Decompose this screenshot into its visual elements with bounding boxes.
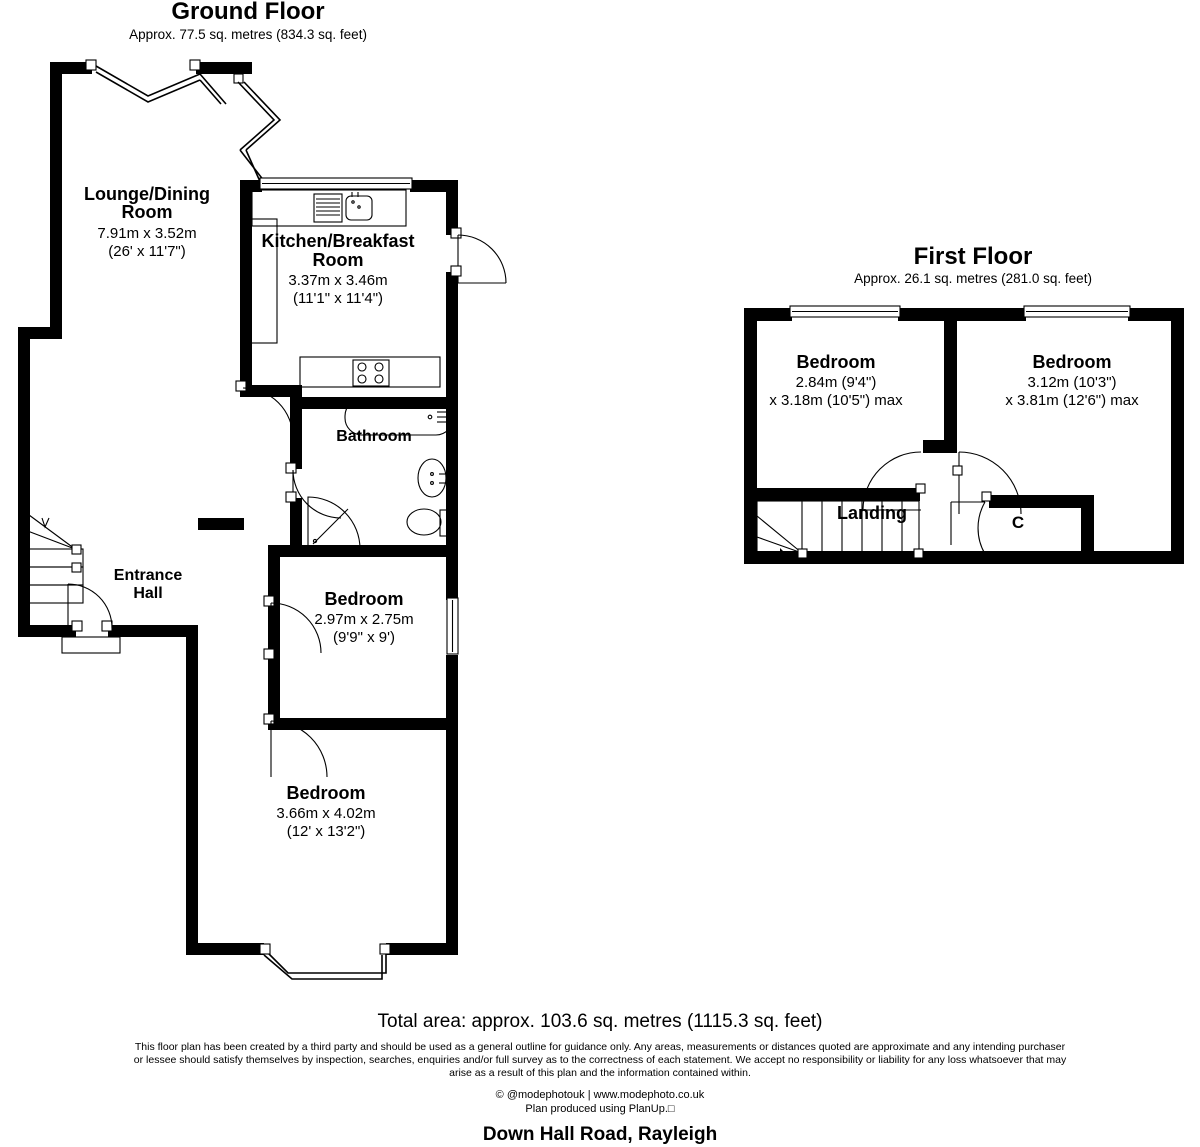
ground-floor-labels: Lounge/Dining Room 7.91m x 3.52m (26' x …: [84, 184, 415, 840]
bedroom-first-right-door-jamb: [952, 465, 963, 476]
ground-floor-title: Ground Floor: [171, 0, 324, 25]
first-floor-openings: [789, 305, 1131, 555]
kitchen-drainer: [313, 193, 343, 223]
bedroom-first-right-dim-metric: 3.12m (10'3"): [1027, 374, 1116, 391]
front-door-jamb-left: [71, 620, 83, 632]
toilet-cistern: [439, 509, 457, 537]
landing-name: Landing: [837, 503, 907, 523]
entrance-hall-name-1: Entrance: [114, 567, 183, 584]
entrance-hall-name-2: Hall: [133, 585, 162, 602]
cupboard-label: C: [1012, 513, 1024, 532]
bedroom-ground-middle-dim-metric: 2.97m x 2.75m: [314, 611, 413, 628]
credit-line-2: Plan produced using PlanUp.□: [525, 1103, 674, 1115]
bifold-hinge-left: [85, 59, 97, 71]
first-floor-walls: [744, 308, 1184, 564]
bedroom-first-left-door-jamb: [915, 483, 926, 494]
kitchen-door-jamb-top: [450, 227, 462, 239]
bedroom-ground-rear-dim-imperial: (12' x 13'2"): [287, 823, 366, 840]
kitchen-breakfast-room-dim-imperial: (11'1" x 11'4"): [293, 290, 383, 307]
cupboard-door-jamb: [981, 491, 992, 502]
disclaimer-line-3: arise as a result of this plan and the i…: [449, 1067, 751, 1079]
kitchen-breakfast-room-name-1: Kitchen/Breakfast: [261, 231, 414, 251]
bedroom-mid-door-jamb: [263, 595, 275, 607]
first-floor-subtitle: Approx. 26.1 sq. metres (281.0 sq. feet): [854, 271, 1092, 286]
bedroom-ground-rear-name: Bedroom: [286, 783, 365, 803]
ground-floor-subtitle: Approx. 77.5 sq. metres (834.3 sq. feet): [129, 27, 367, 42]
bifold-hinge-right: [189, 59, 201, 71]
lounge-dining-room-name-2: Room: [122, 202, 173, 222]
total-area-text: Total area: approx. 103.6 sq. metres (11…: [378, 1011, 823, 1032]
front-door-threshold: [61, 636, 121, 654]
bathroom-name: Bathroom: [336, 428, 412, 445]
ground-floor-openings: [61, 59, 507, 980]
bedroom-ground-middle-dim-imperial: (9'9" x 9'): [333, 629, 395, 646]
ground-stairs: [24, 511, 84, 604]
kitchen-hall-door-jamb: [235, 380, 247, 392]
disclaimer-line-2: or lessee should satisfy themselves by i…: [134, 1054, 1067, 1066]
first-floor-stairs: [756, 500, 924, 560]
lounge-dining-room-name-1: Lounge/Dining: [84, 184, 210, 204]
bathroom-door-jamb-bottom: [285, 491, 297, 503]
bedroom-ground-rear-dim-metric: 3.66m x 4.02m: [276, 805, 375, 822]
kitchen-tall-unit: [242, 218, 278, 344]
bay-jamb-right: [379, 943, 391, 955]
bedroom-first-left-name: Bedroom: [796, 352, 875, 372]
bathroom-door-jamb-top: [285, 462, 297, 474]
kitchen-worktop-bottom: [299, 356, 441, 388]
bedroom-first-left-dim-imperial: x 3.18m (10'5") max: [769, 392, 903, 409]
first-floor-labels: Bedroom 2.84m (9'4") x 3.18m (10'5") max…: [769, 352, 1139, 532]
bedroom-first-left-dim-metric: 2.84m (9'4"): [796, 374, 877, 391]
bedroom-mid-door-jamb-2: [263, 648, 275, 660]
lounge-dining-room-dim-metric: 7.91m x 3.52m: [97, 225, 196, 242]
kitchen-door-jamb-bottom: [450, 265, 462, 277]
credit-line-1: © @modephotouk | www.modephoto.co.uk: [496, 1089, 705, 1101]
bedroom-ground-middle-name: Bedroom: [324, 589, 403, 609]
kitchen-hob: [352, 359, 390, 387]
kitchen-worktop-top: [251, 189, 407, 227]
toilet-pan: [406, 508, 442, 536]
lounge-dining-room-dim-imperial: (26' x 11'7"): [108, 243, 185, 260]
first-floor-title: First Floor: [914, 243, 1033, 270]
front-door-jamb-right: [101, 620, 113, 632]
bay-jamb-left: [259, 943, 271, 955]
kitchen-breakfast-room-name-2: Room: [313, 250, 364, 270]
kitchen-breakfast-room-dim-metric: 3.37m x 3.46m: [288, 272, 387, 289]
bedroom-first-right-dim-imperial: x 3.81m (12'6") max: [1005, 392, 1139, 409]
address-title: Down Hall Road, Rayleigh: [483, 1124, 717, 1145]
bathtub: [344, 398, 454, 436]
ground-floor-fixtures: [24, 189, 457, 604]
disclaimer-line-1: This floor plan has been created by a th…: [135, 1041, 1066, 1053]
wash-basin: [417, 458, 447, 498]
bedroom-rear-door-jamb: [263, 713, 275, 725]
kitchen-sink: [345, 195, 373, 221]
bedroom-first-right-name: Bedroom: [1032, 352, 1111, 372]
